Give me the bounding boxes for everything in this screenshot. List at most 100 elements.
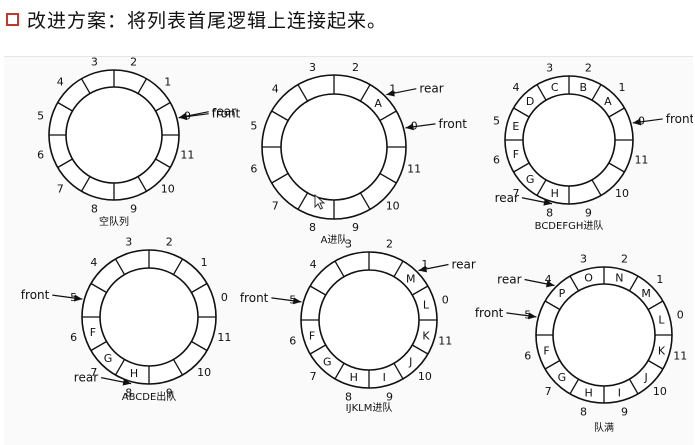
slot-divider <box>297 192 309 210</box>
cell-letter: G <box>526 173 535 186</box>
slot-index-4: 4 <box>545 273 552 286</box>
rear-pointer-label: rear <box>451 258 475 272</box>
inner-ring <box>552 283 656 387</box>
slot-divider <box>271 110 289 122</box>
slot-index-2: 2 <box>621 253 628 266</box>
rear-arrow-head <box>386 89 395 97</box>
cell-letter: L <box>423 299 430 312</box>
cell-letter: I <box>618 386 621 399</box>
slot-index-2: 2 <box>166 236 173 249</box>
slot-divider <box>359 192 371 210</box>
inner-ring <box>318 269 420 371</box>
slot-divider <box>359 84 371 102</box>
slot-divider <box>411 344 429 355</box>
slot-index-1: 1 <box>619 81 626 94</box>
rear-arrow-head <box>418 265 428 273</box>
cell-letter: G <box>104 352 113 365</box>
front-arrow-head <box>405 123 414 131</box>
slot-divider <box>544 300 561 311</box>
slot-index-6: 6 <box>250 162 257 175</box>
slot-divider <box>191 282 208 294</box>
slot-divider <box>591 179 602 196</box>
cell-letter: I <box>383 371 386 384</box>
slot-divider <box>90 282 107 294</box>
cell-letter: J <box>643 371 647 384</box>
slot-index-3: 3 <box>309 61 316 74</box>
slot-divider <box>591 84 602 101</box>
cell-letter: G <box>323 356 332 369</box>
slot-index-11: 11 <box>217 331 231 344</box>
slot-divider <box>114 258 126 275</box>
cell-letter: K <box>422 329 430 342</box>
slot-index-10: 10 <box>161 183 175 196</box>
slot-divider <box>536 179 547 196</box>
slot-index-4: 4 <box>512 81 519 94</box>
slot-divider <box>536 84 547 101</box>
slot-index-8: 8 <box>345 390 352 403</box>
slot-index-5: 5 <box>524 309 531 322</box>
slot-index-5: 5 <box>250 120 257 133</box>
slot-divider <box>647 300 664 311</box>
slot-index-5: 5 <box>37 109 44 122</box>
slot-divider <box>114 359 126 376</box>
slot-index-8: 8 <box>546 206 553 219</box>
slot-index-11: 11 <box>438 334 452 347</box>
cell-letter: H <box>130 367 138 380</box>
front-arrow-head <box>73 294 83 302</box>
queue-diagram-1: 01234567891011frontrear空队列 <box>37 57 240 228</box>
front-pointer-label: front <box>21 288 50 302</box>
front-pointer-label: front <box>212 107 241 121</box>
slot-index-6: 6 <box>524 349 531 362</box>
slot-index-10: 10 <box>197 366 211 379</box>
cell-letter: O <box>584 272 593 285</box>
slot-index-4: 4 <box>90 256 97 269</box>
front-pointer-label: front <box>475 306 504 320</box>
rear-pointer-label: rear <box>74 371 98 385</box>
cell-letter: F <box>543 344 549 357</box>
rear-arrow-head <box>543 198 552 206</box>
slot-index-11: 11 <box>180 149 194 162</box>
slot-index-5: 5 <box>70 291 77 304</box>
circular-queue-diagrams: 01234567891011frontrear空队列01234567891011… <box>21 57 693 434</box>
rear-pointer-label: rear <box>212 105 236 119</box>
slot-divider <box>309 285 327 296</box>
slot-index-7: 7 <box>310 370 317 383</box>
slot-divider <box>57 101 73 112</box>
rear-arrow-head <box>545 280 555 288</box>
cell-letter: F <box>513 148 519 161</box>
slot-divider <box>393 362 404 380</box>
slot-divider <box>57 158 73 169</box>
diagram-caption: 队满 <box>594 421 614 434</box>
slot-index-1: 1 <box>389 82 396 95</box>
mouse-cursor-icon <box>314 194 326 210</box>
slot-divider <box>155 101 171 112</box>
slot-divider <box>271 172 289 184</box>
slot-divider <box>155 158 171 169</box>
front-arrow-head <box>292 297 302 305</box>
slot-divider <box>628 275 639 292</box>
cell-letter: G <box>558 371 567 384</box>
slot-divider <box>513 107 530 118</box>
slot-index-11: 11 <box>407 162 421 175</box>
slot-index-10: 10 <box>615 187 629 200</box>
slot-index-7: 7 <box>512 187 519 200</box>
slot-index-10: 10 <box>653 385 667 398</box>
slot-index-8: 8 <box>91 202 98 215</box>
slot-index-0: 0 <box>677 309 684 322</box>
inner-ring <box>99 267 199 367</box>
inner-ring <box>65 86 163 184</box>
slot-divider <box>608 162 625 173</box>
slot-index-11: 11 <box>634 153 648 166</box>
slot-divider <box>172 359 184 376</box>
slot-index-2: 2 <box>352 61 359 74</box>
rear-pointer-label: rear <box>495 191 519 205</box>
cell-letter: J <box>408 356 412 369</box>
rear-arrow-head <box>178 112 188 120</box>
slot-index-4: 4 <box>310 258 317 271</box>
slot-index-3: 3 <box>345 238 352 251</box>
slot-index-4: 4 <box>272 82 279 95</box>
slot-divider <box>80 78 91 94</box>
